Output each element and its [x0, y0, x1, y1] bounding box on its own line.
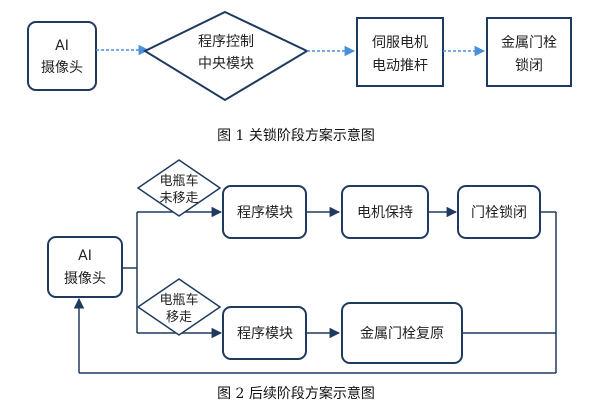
fig1-control-line1: 程序控制 — [198, 34, 254, 50]
fig1-caption: 图 1 关锁阶段方案示意图 — [217, 127, 375, 144]
fig1-camera-line2: 摄像头 — [41, 60, 83, 76]
fig1-servo-box — [356, 17, 444, 87]
fig1-servo-line1: 伺服电机 — [372, 35, 428, 51]
fig2-cond-bottom-line2: 移走 — [166, 310, 192, 325]
fig2-cond-bottom-line1: 电瓶车 — [159, 292, 198, 308]
fig2-motor-hold-label: 电机保持 — [357, 205, 413, 221]
fig2-cond-bottom-diamond — [136, 278, 222, 336]
figure-2: AI 摄像头 电瓶车 未移走 电瓶车 移走 程序模块 电机保持 门栓锁闭 程序模… — [47, 159, 557, 402]
fig2-latch-reset-label: 金属门栓复原 — [360, 325, 444, 342]
fig2-door-locked-label: 门栓锁闭 — [471, 205, 527, 221]
fig2-prog-top-label: 程序模块 — [237, 205, 293, 221]
fig2-cond-top-line2: 未移走 — [159, 191, 198, 206]
fig1-control-line2: 中央模块 — [198, 56, 254, 72]
fig1-camera-box — [27, 21, 97, 91]
fig1-servo-line2: 电动推杆 — [372, 58, 428, 74]
fig1-latch-line2: 锁闭 — [515, 58, 543, 74]
fig2-camera-line1: AI — [78, 248, 92, 264]
fig1-latch-line1: 金属门栓 — [501, 35, 557, 51]
fig2-camera-box — [47, 236, 123, 298]
figure-1: AI 摄像头 程序控制 中央模块 伺服电机 电动推杆 金属门栓 锁闭 图 1 关… — [27, 10, 572, 144]
fig1-camera-line1: AI — [55, 38, 69, 54]
fig2-prog-bottom-label: 程序模块 — [237, 326, 293, 342]
fig1-latch-box — [486, 17, 572, 87]
fig1-control-diamond — [142, 10, 310, 102]
fig2-caption: 图 2 后续阶段方案示意图 — [217, 385, 375, 402]
fig2-cond-top-line1: 电瓶车 — [159, 173, 198, 189]
fig2-cond-top-diamond — [136, 159, 222, 217]
fig2-camera-line2: 摄像头 — [64, 271, 106, 287]
